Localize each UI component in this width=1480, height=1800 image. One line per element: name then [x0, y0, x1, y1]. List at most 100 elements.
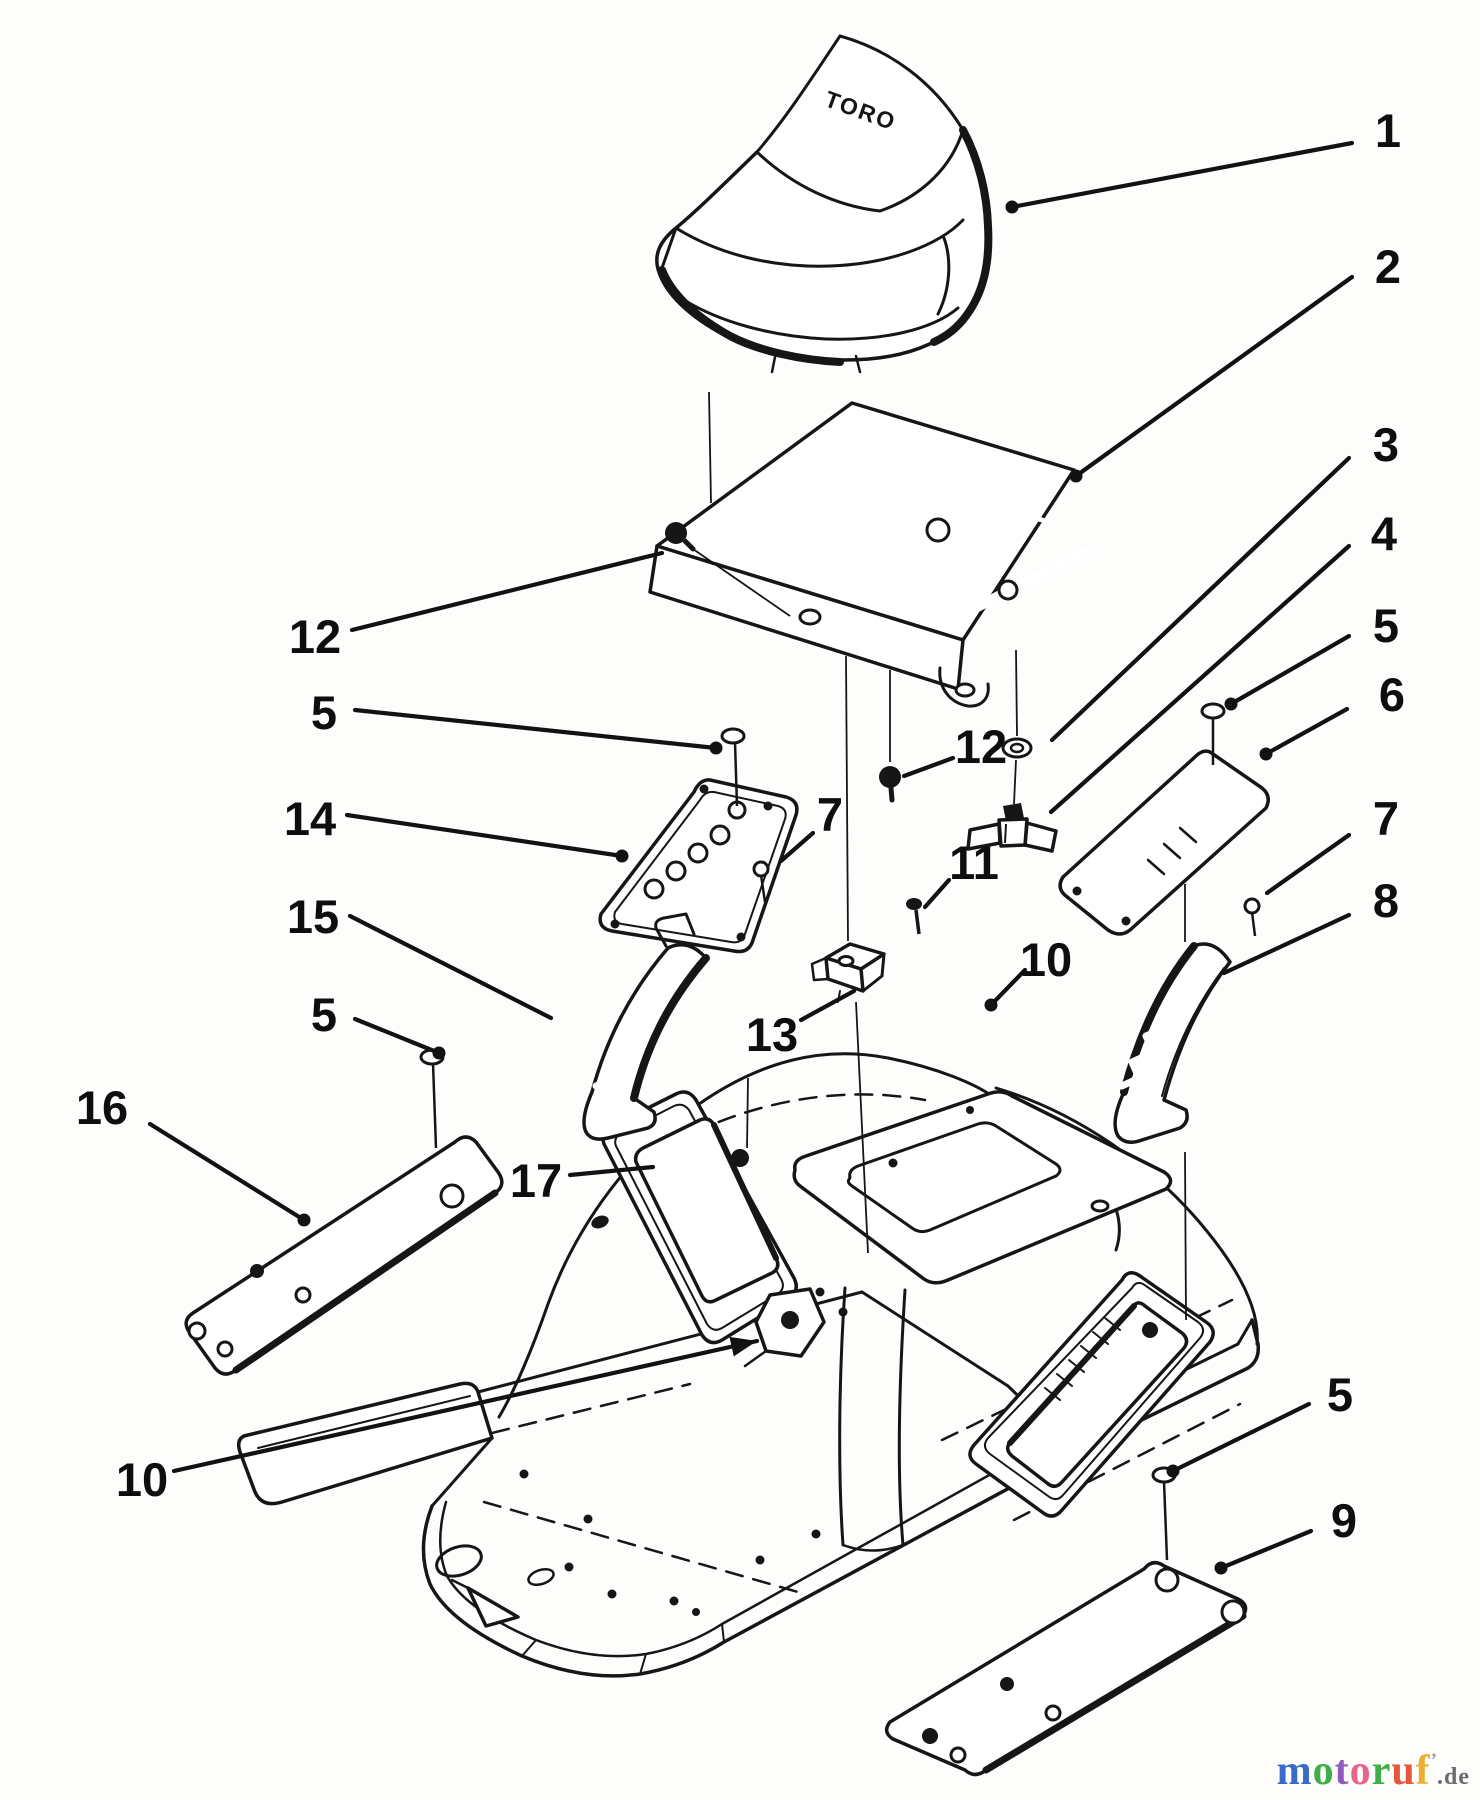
callout-number-10: 10: [1020, 933, 1072, 986]
leader-end-dot: [1224, 697, 1238, 711]
callout-number-3: 3: [1373, 418, 1399, 471]
watermark-tick: ’: [1430, 1750, 1437, 1771]
callout-leader-10: [171, 1338, 760, 1474]
watermark-letter: o: [1349, 1748, 1372, 1794]
callout-leader-5: [1228, 633, 1352, 707]
callout-number-7: 7: [817, 788, 843, 841]
seat-bracket-plate: [648, 401, 1091, 708]
floor-arrow-mark: [466, 1586, 520, 1628]
callout-number-5: 5: [311, 988, 337, 1041]
right-slide-bracket: [1113, 942, 1232, 1144]
leader-end-dot: [1214, 1561, 1228, 1575]
callout-number-5: 5: [1373, 599, 1399, 652]
bolt-12-upper: [665, 522, 791, 617]
callout-number-17: 17: [510, 1154, 562, 1207]
callout-number-5: 5: [311, 686, 337, 739]
watermark-letter: u: [1391, 1748, 1416, 1794]
left-adjustment-plate: [598, 778, 799, 954]
fender-body: [236, 1052, 1261, 1678]
watermark-letter: t: [1334, 1748, 1350, 1794]
hinge-bracket: [810, 942, 886, 1003]
watermark-letter: o: [1312, 1748, 1335, 1794]
left-mounting-plate: [184, 1135, 504, 1376]
callout-number-7: 7: [1373, 792, 1399, 845]
callout-number-9: 9: [1331, 1494, 1357, 1547]
pocket-hatching: [1044, 1317, 1121, 1401]
callout-number-16: 16: [76, 1081, 128, 1134]
callout-leader-6: [1263, 706, 1350, 757]
pad-mount-hole: [731, 1149, 749, 1167]
callout-number-4: 4: [1371, 507, 1397, 560]
callout-leader-7: [1264, 832, 1352, 896]
leader-end-dot: [1005, 200, 1019, 214]
screw-5-right: [1200, 702, 1226, 765]
callout-leader-16: [147, 1121, 307, 1223]
callout-number-13: 13: [746, 1008, 798, 1061]
hardware: [419, 522, 1261, 1561]
screw-7-right: [1243, 897, 1261, 937]
callout-leader-15: [347, 913, 554, 1021]
leader-end-dot: [1166, 1464, 1180, 1478]
watermark-letter: f: [1415, 1748, 1431, 1794]
plate-tick-marks: [1146, 826, 1198, 876]
callout-number-2: 2: [1375, 240, 1401, 293]
leader-end-dot: [432, 1046, 446, 1060]
leader-end-dot: [984, 998, 998, 1012]
seat-platform: [792, 1090, 1173, 1285]
callout-number-12: 12: [289, 610, 341, 663]
callout-leader-17: [567, 1164, 656, 1178]
callout-number-1: 1: [1375, 104, 1401, 157]
right-mounting-plate: [884, 1560, 1248, 1777]
callout-leader-5: [352, 1016, 442, 1056]
leader-end-dot: [709, 741, 723, 755]
leader-end-dot: [1069, 469, 1083, 483]
wing-nut-4: [966, 803, 1058, 853]
motoruf-watermark: motoruf’.de: [1277, 1750, 1470, 1792]
callout-leader-4: [1048, 543, 1352, 815]
callout-number-5: 5: [1327, 1368, 1353, 1421]
screw-7-left: [752, 860, 770, 903]
callout-leader-11: [922, 877, 952, 910]
callout-number-10: 10: [116, 1453, 168, 1506]
right-fender-pocket: [968, 1271, 1215, 1518]
washer-3: [1001, 737, 1033, 759]
callout-leader-9: [1218, 1528, 1314, 1571]
right-adjustment-plate: [1058, 749, 1270, 936]
leader-end-dot: [1259, 747, 1273, 761]
callout-number-8: 8: [1373, 874, 1399, 927]
right-pocket-pad: [1006, 1301, 1189, 1488]
floor-holes: [519, 1469, 821, 1616]
bolt-12-center: [879, 766, 901, 803]
callout-leader-7: [778, 830, 816, 864]
callout-leader-5: [1170, 1401, 1312, 1474]
callout-number-12: 12: [955, 720, 1007, 773]
callout-number-15: 15: [287, 890, 339, 943]
watermark-letter: m: [1276, 1748, 1313, 1794]
callout-leader-1: [1009, 140, 1355, 210]
callout-leader-13: [798, 988, 857, 1023]
callout-leader-10: [988, 967, 1028, 1008]
callout-leader-3: [1049, 455, 1352, 743]
body-latch-bracket: [743, 1287, 826, 1368]
callout-leader-5: [352, 707, 719, 751]
seat: TORO: [655, 34, 993, 374]
bolt-11: [906, 898, 922, 935]
leader-end-dot: [615, 849, 629, 863]
screw-5-left: [720, 727, 746, 807]
callout-leader-12: [349, 550, 665, 633]
watermark-letter: r: [1371, 1748, 1392, 1794]
callout-leader-14: [344, 812, 625, 859]
assembly-axis-lines: [708, 391, 1187, 1321]
watermark-domain-suffix: .de: [1437, 1764, 1470, 1790]
left-slide-bracket: [582, 912, 710, 1141]
callout-number-11: 11: [949, 836, 999, 889]
screw-5-lower-left: [419, 1048, 445, 1149]
callout-leader-8: [1221, 912, 1352, 976]
callout-number-14: 14: [284, 792, 336, 845]
callout-leader-2: [1073, 274, 1355, 479]
callout-leader-12: [901, 755, 956, 779]
callout-number-6: 6: [1379, 668, 1405, 721]
